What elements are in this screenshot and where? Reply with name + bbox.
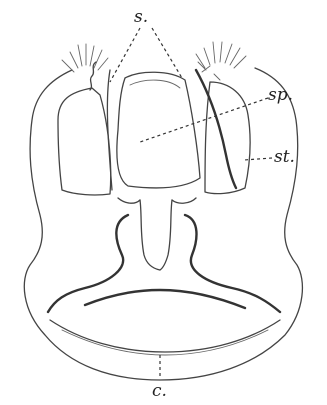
right-lower-boundary: [185, 215, 280, 312]
left-hair-tuft: [62, 44, 108, 72]
left-side-plate: [58, 88, 111, 195]
stalk-base: [118, 198, 196, 203]
central-plate-inner: [130, 80, 180, 88]
central-arch: [85, 290, 245, 308]
label-sp: sp.: [268, 85, 293, 105]
left-lower-boundary: [48, 215, 128, 312]
basal-rim-inner: [62, 330, 268, 355]
right-hair-tuft: [196, 42, 246, 68]
label-st: st.: [274, 147, 295, 167]
leader-st: [244, 158, 272, 160]
stalk-left: [140, 200, 160, 270]
central-plate: [117, 72, 200, 188]
right-side-plate: [205, 82, 250, 194]
leader-s-right: [152, 28, 182, 78]
stalk-right: [160, 200, 172, 270]
basal-rim: [50, 320, 280, 352]
label-s: s.: [134, 7, 148, 27]
label-c: c.: [152, 381, 167, 401]
right-small-marks: [198, 62, 220, 80]
